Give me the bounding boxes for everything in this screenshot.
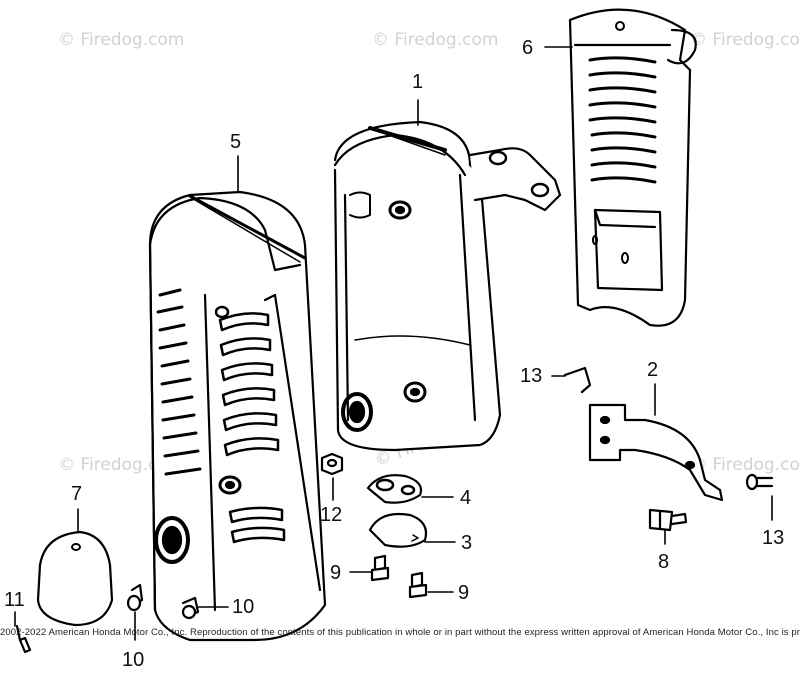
callout-13-right: 13 (762, 527, 785, 549)
callout-11: 11 (4, 589, 25, 611)
cap-part-7 (36, 530, 114, 627)
copyright-footer: 2002-2022 American Honda Motor Co., Inc.… (0, 627, 800, 638)
callout-3: 3 (461, 532, 473, 554)
callout-10-right: 10 (232, 596, 255, 618)
callout-4: 4 (460, 487, 472, 509)
muffler-body-part-1 (333, 120, 562, 452)
watermark: © Firedog.com (690, 455, 800, 475)
watermark: © Firedog.com (372, 30, 499, 50)
watermark: © Firedog.com (690, 30, 800, 50)
gasket-part-4 (366, 474, 423, 504)
bolt-part-10 (126, 583, 200, 620)
front-cover-part-5 (148, 190, 327, 642)
bolt-part-13 (563, 366, 774, 491)
callout-9-left: 9 (330, 562, 342, 584)
bolt-part-9 (370, 554, 428, 599)
heat-shield-part-6 (568, 8, 697, 327)
leader-lines (14, 46, 773, 641)
callout-5: 5 (230, 131, 242, 153)
screw-part-11 (15, 624, 32, 654)
callout-2: 2 (647, 359, 659, 381)
callout-6: 6 (522, 37, 534, 59)
callout-7: 7 (71, 483, 83, 505)
bracket-part-2 (588, 403, 724, 502)
nut-part-12 (320, 452, 344, 476)
plate-part-3 (368, 512, 428, 548)
watermark: © Firedog.com (58, 30, 185, 50)
nut-part-8 (648, 508, 688, 532)
callout-9-right: 9 (458, 582, 470, 604)
callout-10-left: 10 (122, 649, 145, 671)
callout-13-left: 13 (520, 365, 543, 387)
callout-8: 8 (658, 551, 670, 573)
callout-12: 12 (320, 504, 343, 526)
callout-1: 1 (412, 71, 424, 93)
